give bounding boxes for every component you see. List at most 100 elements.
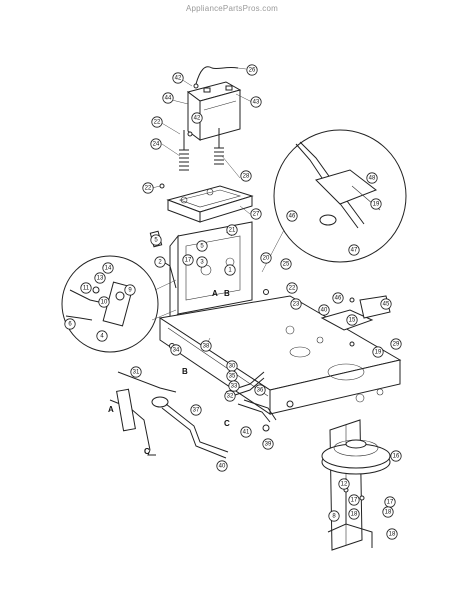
callout-c16: 16 [390,450,402,462]
callout-number: 12 [341,481,348,487]
callout-circle [200,340,212,352]
callout-c31: 31 [130,366,142,378]
callout-c32: 32 [224,390,236,402]
callout-number: 31 [133,369,140,375]
callout-circle [64,318,76,330]
callout-number: 39 [265,441,272,447]
callout-circle [286,282,298,294]
callout-circle [224,264,236,276]
callout-number: 37 [193,407,200,413]
hold-down-springs [179,128,224,171]
callout-c4: 4 [96,330,108,342]
callout-number: 23 [293,301,300,307]
callout-circle [366,172,378,184]
callout-number: 4 [100,333,104,339]
callout-c15: 15 [346,314,358,326]
callout-circle [328,510,340,522]
callout-circle [280,258,292,270]
callout-number: 48 [369,175,376,181]
callout-circle [150,138,162,150]
callout-number: 33 [231,383,238,389]
callout-c18b: 18 [382,506,394,518]
tractor-frame [158,295,402,551]
callout-c6: 6 [64,318,76,330]
callout-number: 40 [219,463,226,469]
callout-number: 10 [101,299,108,305]
callout-number: 18 [389,531,396,537]
callout-number: 41 [243,429,250,435]
callout-number: 2 [158,259,162,265]
callout-number: 8 [332,513,336,519]
callout-c24: 24 [150,138,162,150]
callout-number: 22 [289,285,296,291]
callout-number: 30 [229,363,236,369]
callout-circle [216,460,228,472]
callout-c40a: 40 [318,304,330,316]
callout-number: 34 [173,347,180,353]
callout-circle [98,296,110,308]
callout-circle [348,244,360,256]
callout-circle [196,240,208,252]
callout-number: 28 [243,173,250,179]
callout-number: 35 [229,373,236,379]
callout-number: 24 [153,141,160,147]
callout-circle [240,170,252,182]
callout-number: 26 [249,67,256,73]
callout-circle [286,210,298,222]
callout-number: 3 [200,259,204,265]
callout-circle [80,282,92,294]
callout-c11: 11 [80,282,92,294]
battery [186,81,242,141]
callout-c23: 23 [290,298,302,310]
callout-circle [102,262,114,274]
callout-circle [380,298,392,310]
callout-c19a: 19 [370,198,382,210]
callout-c17: 17 [182,254,194,266]
callout-c42b: 42 [191,112,203,124]
callout-c18a: 18 [348,508,360,520]
callout-c41: 41 [240,426,252,438]
callout-c36: 36 [254,384,266,396]
connection-letter-lb2: B [182,367,188,376]
callout-circle [382,506,394,518]
callout-number: 40 [321,307,328,313]
callout-circle [151,116,163,128]
callout-circle [250,96,262,108]
callout-number: 19 [373,201,380,207]
callout-circle [390,338,402,350]
callout-number: 19 [375,349,382,355]
callout-number: 6 [68,321,72,327]
callout-number: 14 [105,265,112,271]
callout-c20a: 20 [260,252,272,264]
callout-circle [246,64,258,76]
callout-number: 22 [145,185,152,191]
callout-c5b: 5 [196,240,208,252]
callout-c47: 47 [348,244,360,256]
callout-c12: 12 [338,478,350,490]
watermark-text: AppliancePartsPros.com [186,4,278,13]
callout-c3: 3 [196,256,208,268]
callout-c35: 35 [226,370,238,382]
callout-circle [228,380,240,392]
callout-number: 5 [154,237,158,243]
battery-tray [166,185,254,223]
callout-c9: 9 [124,284,136,296]
callout-number: 9 [128,287,132,293]
callout-circle [290,298,302,310]
callout-circle [142,182,154,194]
callout-number: 29 [393,341,400,347]
callout-circle [338,478,350,490]
callout-c13: 13 [94,272,106,284]
callout-c45: 45 [380,298,392,310]
callout-circle [130,366,142,378]
callout-number: 36 [257,387,264,393]
linkage-detail-circle [273,129,407,263]
callout-circle [96,330,108,342]
callout-c21: 21 [226,224,238,236]
callout-circle [260,252,272,264]
callout-number: 38 [203,343,210,349]
callout-circle [348,494,360,506]
callout-c33: 33 [228,380,240,392]
